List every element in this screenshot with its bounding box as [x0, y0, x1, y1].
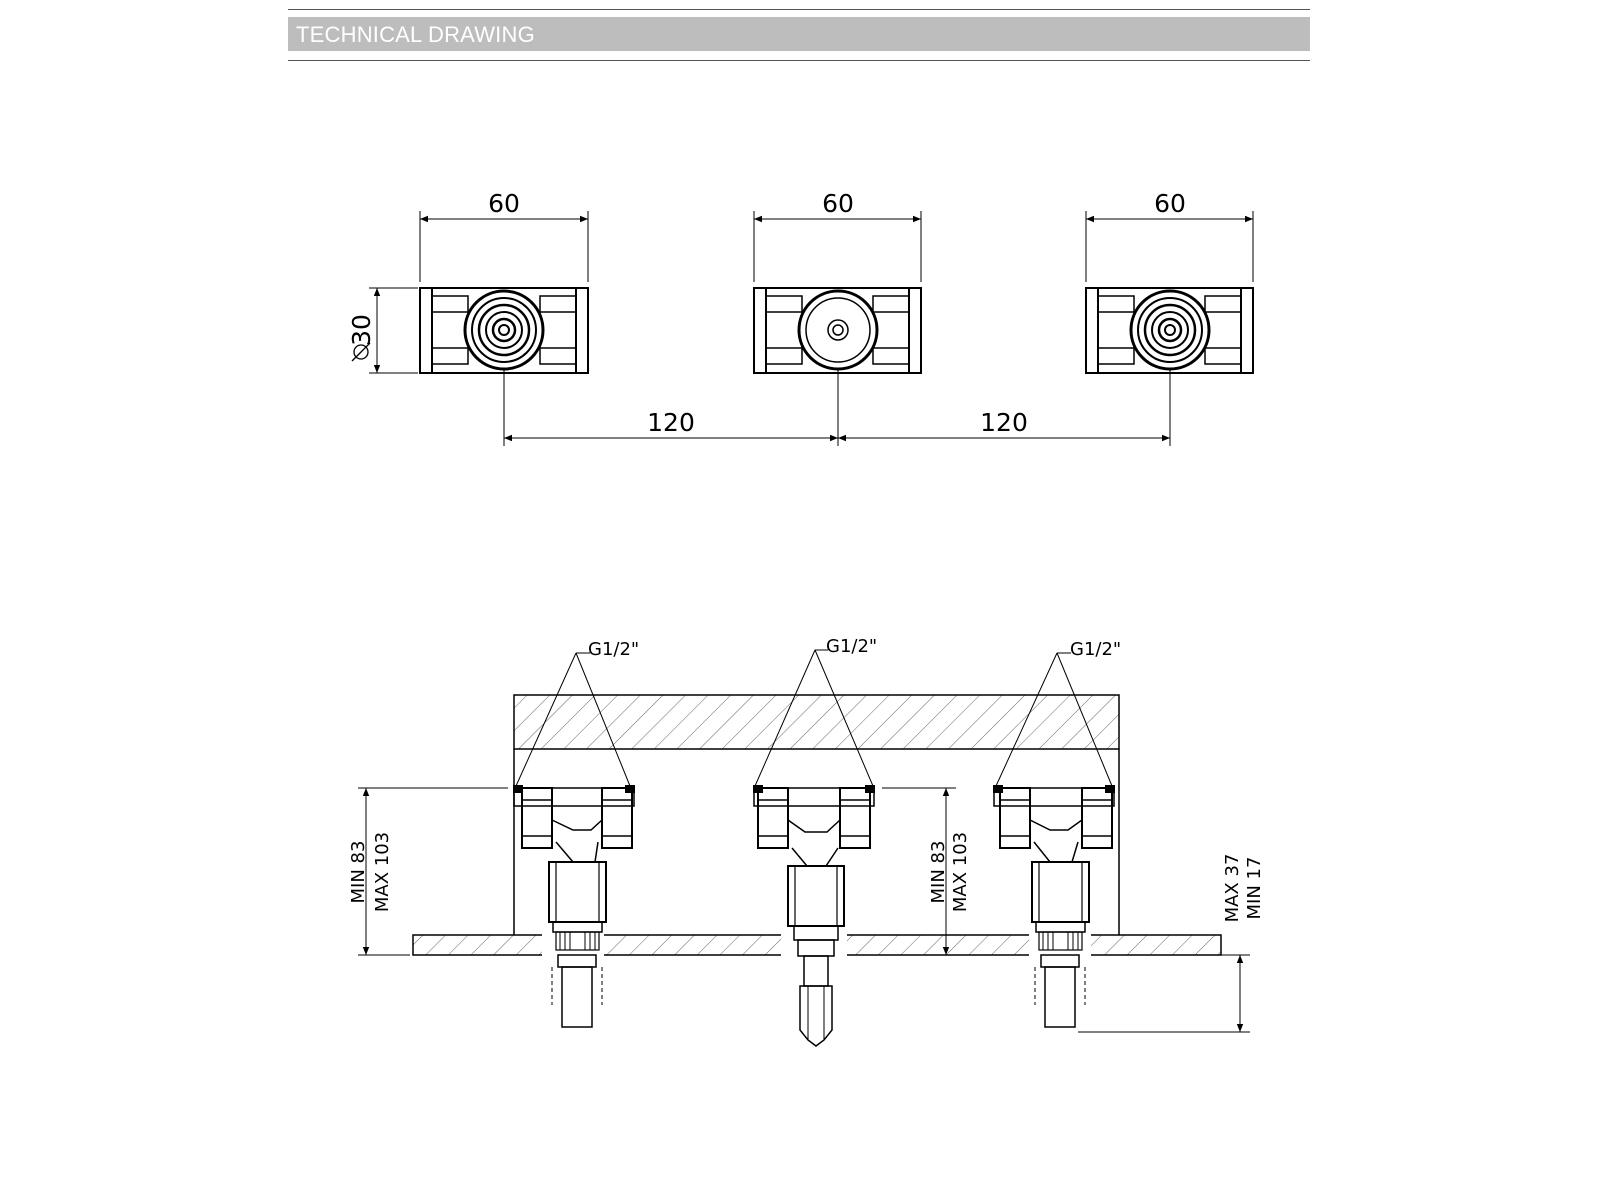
protrusion-dimension — [1078, 954, 1250, 1033]
thread-label-right: G1/2" — [1070, 639, 1121, 660]
depth-dimension-left — [358, 787, 508, 956]
diameter-label: 30 — [347, 314, 376, 346]
diameter-dimension — [351, 287, 418, 374]
depth-left-max: MAX 103 — [372, 832, 393, 912]
side-view — [358, 649, 1250, 1047]
protrusion-min: MIN 17 — [1244, 857, 1265, 920]
header-top-rule — [288, 9, 1310, 10]
depth-left-min: MIN 83 — [348, 841, 369, 904]
page-title: TECHNICAL DRAWING — [296, 22, 535, 47]
header-bar — [288, 17, 1310, 51]
depth-center-max: MAX 103 — [950, 832, 971, 912]
spacing-dimensions — [503, 370, 1171, 446]
valve-center-side — [753, 785, 875, 1047]
valve-right-top — [1085, 287, 1254, 374]
valve-center-top — [753, 287, 922, 374]
width-dimensions — [419, 211, 1254, 282]
width-label-center: 60 — [822, 189, 854, 218]
thread-label-center: G1/2" — [826, 636, 877, 657]
depth-center-min: MIN 83 — [928, 841, 949, 904]
valve-left-top — [419, 287, 589, 374]
top-view — [351, 211, 1254, 446]
width-label-left: 60 — [488, 189, 520, 218]
depth-dimension-center — [882, 787, 956, 955]
thread-label-left: G1/2" — [588, 639, 639, 660]
valve-right-side — [993, 785, 1115, 1028]
protrusion-max: MAX 37 — [1222, 854, 1243, 923]
spacing-label-right: 120 — [980, 408, 1028, 437]
spacing-label-left: 120 — [647, 408, 695, 437]
thread-leaders — [515, 649, 1113, 787]
width-label-right: 60 — [1154, 189, 1186, 218]
valve-left-side — [513, 785, 635, 1028]
header-bottom-rule — [288, 60, 1310, 61]
wall-section — [513, 694, 1120, 750]
